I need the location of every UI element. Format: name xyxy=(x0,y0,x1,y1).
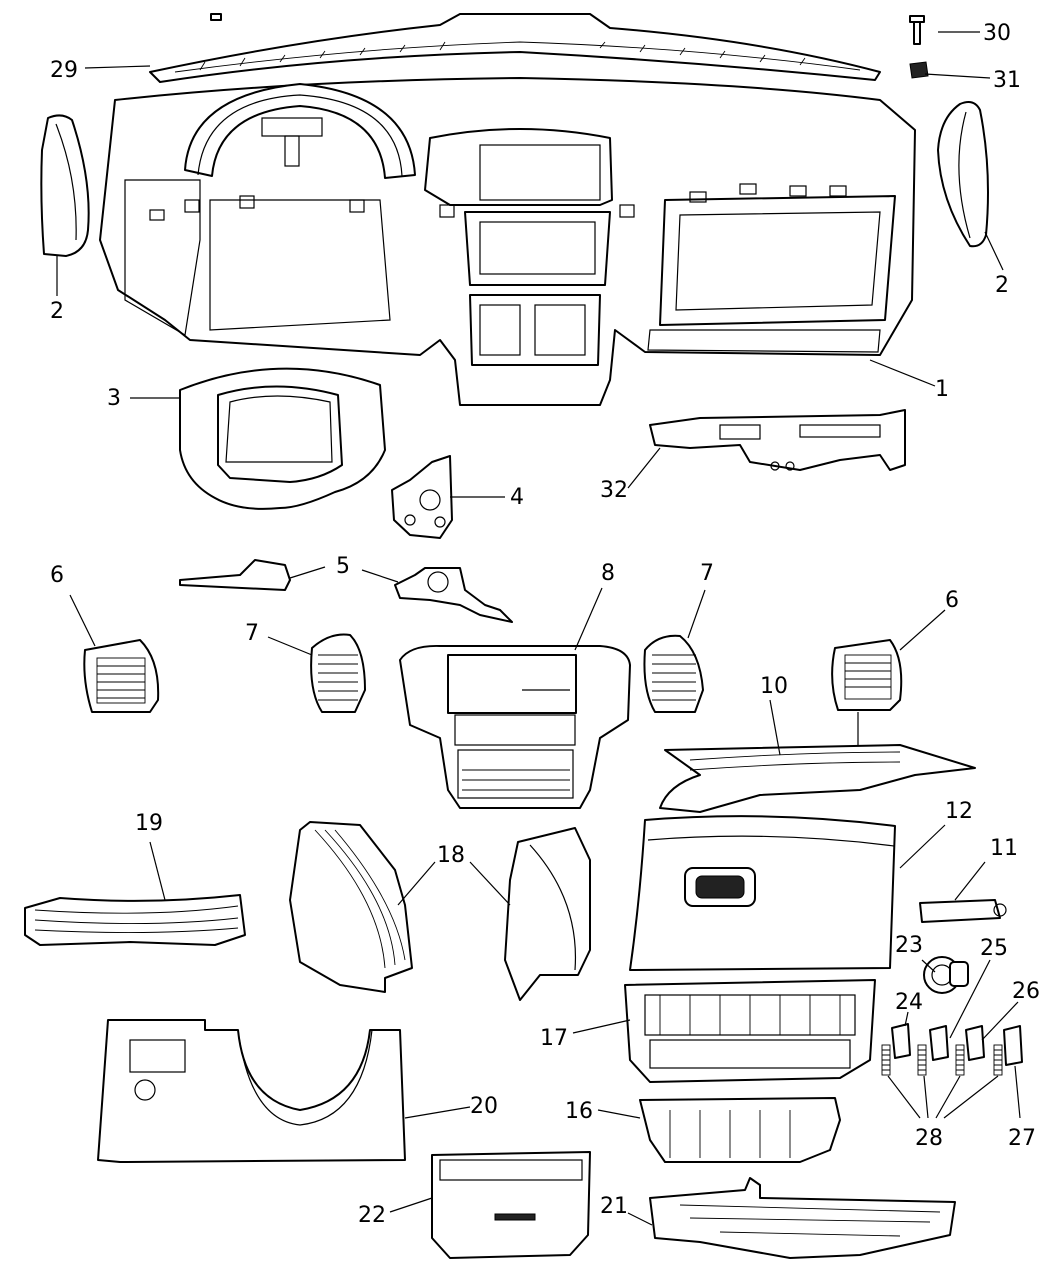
part-2-end-cap-left xyxy=(40,114,90,257)
part-22-storage-bin xyxy=(431,1151,591,1259)
callout-21: 21 xyxy=(600,1194,628,1219)
callout-10: 10 xyxy=(760,674,788,699)
callout-2-left: 2 xyxy=(50,299,64,324)
part-29-defroster-strip xyxy=(149,13,881,83)
callout-29: 29 xyxy=(50,58,78,83)
part-8-center-bezel xyxy=(399,644,631,809)
part-6-vent-right xyxy=(831,639,903,711)
callout-27: 27 xyxy=(1008,1126,1036,1151)
callout-26: 26 xyxy=(1012,979,1040,1004)
part-1-instrument-panel xyxy=(99,77,916,406)
callout-12: 12 xyxy=(945,799,973,824)
part-18-side-panel-left xyxy=(289,821,413,993)
part-27-clip xyxy=(1003,1025,1023,1066)
part-25-clip xyxy=(929,1025,949,1061)
callout-16: 16 xyxy=(565,1099,593,1124)
part-11-latch xyxy=(919,899,1007,923)
part-5-trim-right xyxy=(394,567,513,623)
part-6-vent-left xyxy=(83,639,160,713)
part-4-bracket xyxy=(391,455,453,539)
callout-7-right: 7 xyxy=(700,561,714,586)
callout-6-right: 6 xyxy=(945,588,959,613)
part-26-clip xyxy=(965,1025,985,1061)
part-18-side-panel-right xyxy=(504,827,591,1001)
callout-1: 1 xyxy=(935,377,949,402)
callout-3: 3 xyxy=(107,386,121,411)
part-28-springs xyxy=(881,1044,1003,1076)
callout-8: 8 xyxy=(601,561,615,586)
part-31-clip xyxy=(909,61,929,79)
part-7-vent-right xyxy=(643,634,704,713)
leader-lines xyxy=(56,31,1021,1226)
part-17-glovebox-bin xyxy=(624,979,876,1083)
callout-6-left: 6 xyxy=(50,563,64,588)
part-5-trim-left xyxy=(179,559,291,591)
callout-25: 25 xyxy=(980,936,1008,961)
part-23-switch xyxy=(923,956,969,994)
callout-31: 31 xyxy=(993,68,1021,93)
callout-23: 23 xyxy=(895,933,923,958)
part-2-end-cap-right xyxy=(937,101,989,248)
callout-11: 11 xyxy=(990,836,1018,861)
callout-24: 24 xyxy=(895,990,923,1015)
part-7-vent-left xyxy=(310,633,366,713)
part-12-glovebox-door xyxy=(629,815,896,971)
callout-labels: 1 2 2 3 4 5 6 6 7 7 8 10 11 12 16 17 18 … xyxy=(50,21,1040,1228)
part-10-top-cover xyxy=(659,744,976,813)
callout-7-left: 7 xyxy=(245,621,259,646)
part-24-clip xyxy=(891,1023,911,1059)
part-19-lower-trim xyxy=(24,894,246,946)
callout-18: 18 xyxy=(437,843,465,868)
part-21-duct xyxy=(649,1177,956,1259)
callout-30: 30 xyxy=(983,21,1011,46)
callout-4: 4 xyxy=(510,485,524,510)
part-32-bracket xyxy=(649,409,906,471)
callout-5: 5 xyxy=(336,554,350,579)
callout-32: 32 xyxy=(600,478,628,503)
part-30-bolt xyxy=(210,13,925,45)
callout-28: 28 xyxy=(915,1126,943,1151)
callout-19: 19 xyxy=(135,811,163,836)
callout-2-right: 2 xyxy=(995,273,1009,298)
callout-20: 20 xyxy=(470,1094,498,1119)
part-3-cluster-bezel xyxy=(179,367,386,510)
callout-22: 22 xyxy=(358,1203,386,1228)
part-16-bin xyxy=(639,1097,841,1163)
part-20-knee-bolster xyxy=(97,1019,406,1163)
callout-17: 17 xyxy=(540,1026,568,1051)
